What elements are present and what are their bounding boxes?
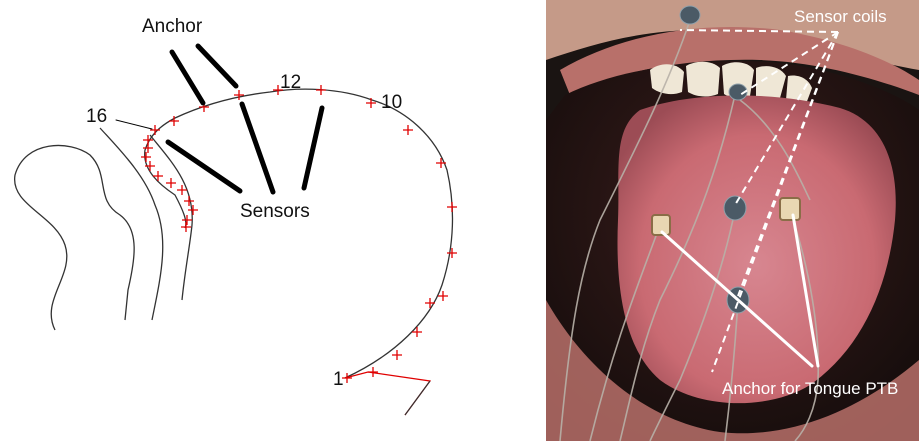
- sensor-coil: [724, 196, 746, 220]
- sensor-marker: [368, 367, 378, 377]
- sensor-10-label: 10: [381, 92, 402, 113]
- sensor-1-label: 1: [333, 369, 344, 390]
- sensor-marker: [141, 152, 151, 162]
- anchor-label: Anchor: [142, 16, 203, 37]
- sensor-marker: [392, 350, 402, 360]
- jaw-tail-outline: [405, 381, 430, 415]
- sensor-pointer: [242, 104, 273, 192]
- sensor-marker: [150, 125, 160, 135]
- upper-lip-outline: [15, 145, 135, 330]
- anchor-pointer: [172, 52, 203, 103]
- sensor-marker: [447, 248, 457, 258]
- anchor-pad: [780, 198, 800, 220]
- sensor-marker: [403, 125, 413, 135]
- sensor-marker: [184, 196, 194, 206]
- sensor16-pointer: [116, 120, 152, 129]
- sensor-pointer: [168, 142, 240, 191]
- sensor-16-label: 16: [86, 106, 107, 127]
- sensor-marker: [188, 205, 198, 215]
- sensor-marker: [316, 85, 326, 95]
- teeth-outline: [150, 135, 192, 300]
- sensor-lead-line: [345, 372, 430, 415]
- tongue-photo: Sensor coils Anchor for Tongue PTB: [546, 0, 919, 441]
- sensor-markers: [141, 85, 457, 383]
- sensor-marker: [182, 215, 192, 225]
- sensor-marker: [425, 298, 435, 308]
- sensor-coils-label: Sensor coils: [794, 7, 887, 26]
- sensor-marker: [447, 202, 457, 212]
- sensor-pointer: [304, 108, 322, 188]
- pointer-lines: [116, 46, 322, 192]
- sensor-marker: [166, 178, 176, 188]
- sensor-marker: [234, 90, 244, 100]
- anchor-pointer: [198, 46, 236, 86]
- lower-lip-outline: [100, 128, 163, 320]
- anchor-tongue-label: Anchor for Tongue PTB: [722, 379, 898, 398]
- sensor-coil: [680, 6, 700, 24]
- sensor-diagram: Anchor Sensors 16 12 10 1: [15, 16, 457, 415]
- sensor-marker: [412, 327, 422, 337]
- sensor-marker: [436, 158, 446, 168]
- sensors-label: Sensors: [240, 201, 310, 222]
- sensor-marker: [181, 222, 191, 232]
- sensor-12-label: 12: [280, 72, 301, 93]
- sensor-marker: [366, 98, 376, 108]
- sensor-marker: [153, 171, 163, 181]
